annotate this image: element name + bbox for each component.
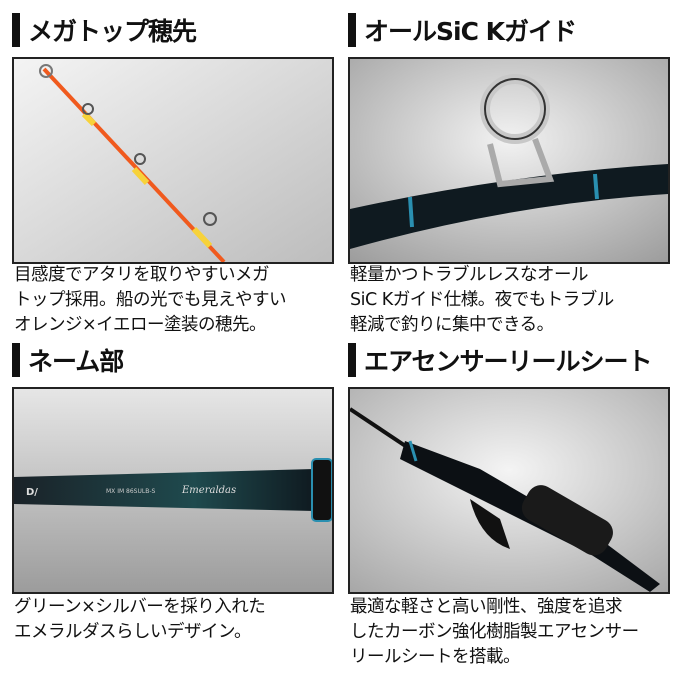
desc-line: トップ採用。船の光でも見えやすい bbox=[14, 290, 287, 310]
feature-heading: メガトップ穂先 bbox=[12, 12, 334, 48]
feature-description: 目感度でアタリを取りやすいメガ トップ採用。船の光でも見えやすい オレンジ×イエ… bbox=[14, 263, 287, 338]
desc-line: オレンジ×イエロー塗装の穂先。 bbox=[14, 315, 267, 335]
svg-text:MX IM 86SULB-S: MX IM 86SULB-S bbox=[106, 488, 156, 495]
feature-title: ネーム部 bbox=[28, 347, 124, 376]
guide-photo bbox=[348, 57, 670, 264]
feature-panel-name-section: ネーム部 D/ MX IM 86SULB-S Emeraldas グリーン×シル… bbox=[12, 342, 334, 642]
rod-tip-photo bbox=[12, 57, 334, 264]
heading-bar bbox=[348, 13, 356, 47]
feature-panel-reel-seat: エアセンサーリールシート 最適な軽さと高い剛性、強度を追求 したカーボン強化樹脂… bbox=[348, 342, 670, 667]
desc-line: グリーン×シルバーを採り入れた bbox=[14, 597, 266, 617]
feature-heading: オールSiC Kガイド bbox=[348, 12, 670, 48]
reel-seat-photo bbox=[348, 387, 670, 594]
feature-title: エアセンサーリールシート bbox=[364, 347, 653, 376]
feature-heading: エアセンサーリールシート bbox=[348, 342, 670, 378]
svg-text:Emeraldas: Emeraldas bbox=[181, 485, 236, 496]
feature-heading: ネーム部 bbox=[12, 342, 334, 378]
desc-line: SiC Kガイド仕様。夜でもトラブル bbox=[350, 290, 614, 310]
heading-bar bbox=[348, 343, 356, 377]
feature-title: メガトップ穂先 bbox=[28, 17, 197, 46]
desc-line: 目感度でアタリを取りやすいメガ bbox=[14, 265, 270, 285]
desc-line: エメラルダスらしいデザイン。 bbox=[14, 622, 251, 642]
desc-line: 軽減で釣りに集中できる。 bbox=[350, 315, 554, 335]
svg-text:D/: D/ bbox=[26, 487, 38, 498]
desc-line: 軽量かつトラブルレスなオール bbox=[350, 265, 588, 285]
feature-description: 軽量かつトラブルレスなオール SiC Kガイド仕様。夜でもトラブル 軽減で釣りに… bbox=[350, 263, 614, 338]
heading-bar bbox=[12, 13, 20, 47]
desc-line: リールシートを搭載。 bbox=[350, 647, 520, 667]
desc-line: 最適な軽さと高い剛性、強度を追求 bbox=[350, 597, 622, 617]
feature-description: グリーン×シルバーを採り入れた エメラルダスらしいデザイン。 bbox=[14, 595, 266, 645]
heading-bar bbox=[12, 343, 20, 377]
desc-line: したカーボン強化樹脂製エアセンサー bbox=[350, 622, 639, 642]
feature-title: オールSiC Kガイド bbox=[364, 17, 577, 46]
feature-panel-mega-top: メガトップ穂先 目感度でアタリを取りやすいメガ トップ採用。船の光でも見えやすい… bbox=[12, 12, 334, 335]
feature-description: 最適な軽さと高い剛性、強度を追求 したカーボン強化樹脂製エアセンサー リールシー… bbox=[350, 595, 639, 670]
feature-panel-sic-guide: オールSiC Kガイド 軽量かつトラブルレスなオール SiC Kガイド仕様。夜で… bbox=[348, 12, 670, 335]
name-section-photo: D/ MX IM 86SULB-S Emeraldas bbox=[12, 387, 334, 594]
